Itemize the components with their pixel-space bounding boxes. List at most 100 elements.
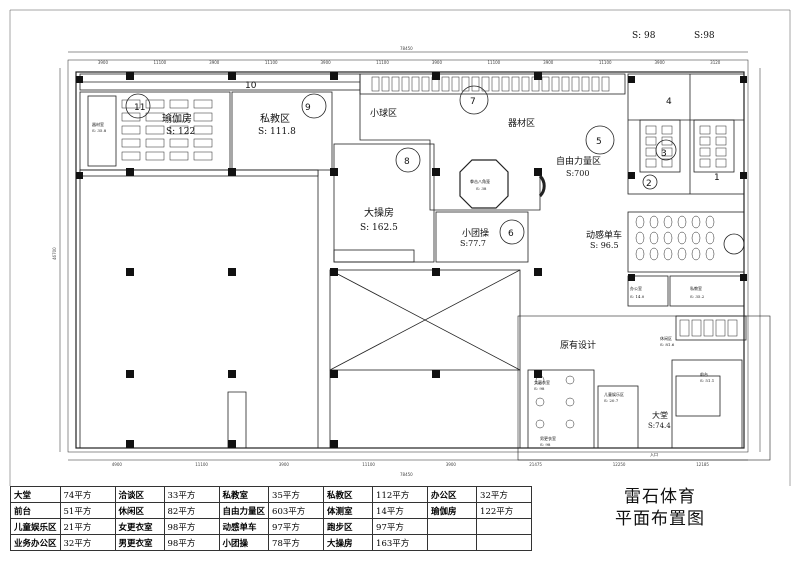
structural-column <box>628 76 635 83</box>
structural-column <box>432 168 440 176</box>
locker-unit <box>715 125 727 135</box>
locker-block <box>627 73 745 195</box>
dimension-label: 3120 <box>710 60 721 65</box>
area-value: 82平方 <box>163 502 220 519</box>
structural-column <box>740 172 747 179</box>
lounge-seat <box>715 319 726 337</box>
structural-column <box>432 370 440 378</box>
structural-column <box>330 370 338 378</box>
yoga-room-name: 瑜伽房 <box>162 112 192 125</box>
spin-bike <box>649 215 659 229</box>
area-space-name: 跑步区 <box>323 518 374 535</box>
area-value: 32平方 <box>59 534 116 551</box>
left-overall-dimension: 46700 <box>52 247 57 260</box>
equipment-machine <box>481 76 490 92</box>
area-value: 33平方 <box>163 486 220 503</box>
structural-column <box>432 72 440 80</box>
area-space-name: 前台 <box>10 502 61 519</box>
locker-bench <box>565 419 575 429</box>
structural-column <box>228 168 236 176</box>
spin-bike <box>635 247 645 261</box>
structural-column <box>76 76 83 83</box>
structural-column <box>534 72 542 80</box>
entry-label: 入口 <box>650 452 658 457</box>
yoga-mat <box>169 151 189 161</box>
office-small <box>627 275 669 307</box>
atrium <box>329 269 521 371</box>
dimension-label: 11100 <box>599 60 612 65</box>
equipment-machine <box>371 76 380 92</box>
spin-bike <box>635 215 645 229</box>
dimension-label: 3900 <box>543 60 554 65</box>
office-big-area: S: 35.2 <box>690 294 705 299</box>
yoga-mat <box>193 138 213 148</box>
dimension-label: 11100 <box>362 462 375 467</box>
yoga-mat <box>193 125 213 135</box>
free-weight-area: S:700 <box>566 169 589 178</box>
locker-bench <box>565 375 575 385</box>
equipment-machine <box>421 76 430 92</box>
structural-column <box>628 274 635 281</box>
area-space-name: 瑜伽房 <box>427 502 478 519</box>
left-hall <box>79 169 319 449</box>
area-value: 78平方 <box>268 534 325 551</box>
ball-area-name: 小球区 <box>370 107 397 119</box>
yoga-mat <box>193 99 213 109</box>
marker-7: 7 <box>470 97 476 107</box>
equipment-machine <box>461 76 470 92</box>
area-value: 74平方 <box>59 486 116 503</box>
structural-column <box>228 440 236 448</box>
dimension-label: 11100 <box>154 60 167 65</box>
dimension-label: 4900 <box>112 462 123 467</box>
spin-bike <box>677 247 687 261</box>
yoga-mat <box>145 138 165 148</box>
structural-column <box>76 172 83 179</box>
area-space-name: 自由力量区 <box>218 502 270 519</box>
spin-bike <box>663 231 673 245</box>
locker-unit <box>699 147 711 157</box>
bottom-overall-dimension: 78450 <box>400 472 413 477</box>
dimension-label: 12185 <box>696 462 709 467</box>
marker-1: 1 <box>714 173 720 183</box>
outer-frame <box>67 59 749 453</box>
dimension-label: 3900 <box>98 60 109 65</box>
locker-unit <box>699 136 711 146</box>
locker-unit <box>661 125 673 135</box>
equipment-machine <box>401 76 410 92</box>
store-room-area: S: 35.8 <box>92 128 107 133</box>
spin-bike <box>677 215 687 229</box>
spin-bike <box>691 247 701 261</box>
yoga-mat <box>169 99 189 109</box>
area-value: 32平方 <box>476 486 533 503</box>
area-value: 51平方 <box>59 502 116 519</box>
original-design-area <box>517 315 771 461</box>
spinning-name: 动感单车 <box>586 229 622 241</box>
equipment-machine <box>561 76 570 92</box>
boxing-octagon <box>459 159 509 209</box>
yoga-mat <box>121 138 141 148</box>
equipment-machine <box>601 76 610 92</box>
original-design-label: 原有设计 <box>560 339 596 351</box>
equipment-machine <box>451 76 460 92</box>
area-space-name: 男更衣室 <box>114 534 165 551</box>
structural-column <box>534 268 542 276</box>
locker-unit <box>715 136 727 146</box>
locker-unit <box>715 158 727 168</box>
structural-column <box>432 268 440 276</box>
structural-column <box>228 268 236 276</box>
lounge-seat <box>703 319 714 337</box>
yoga-mat <box>121 151 141 161</box>
marker-4: 4 <box>666 97 672 107</box>
big-studio-name: 大操房 <box>364 206 394 219</box>
equipment-machine <box>471 76 480 92</box>
yoga-mat <box>145 125 165 135</box>
structural-column <box>740 274 747 281</box>
dimension-label: 11100 <box>195 462 208 467</box>
equipment-machine <box>571 76 580 92</box>
yoga-room <box>79 91 231 171</box>
equipment-machine <box>411 76 420 92</box>
area-space-name: 动感单车 <box>218 518 270 535</box>
yoga-mat <box>121 112 141 122</box>
